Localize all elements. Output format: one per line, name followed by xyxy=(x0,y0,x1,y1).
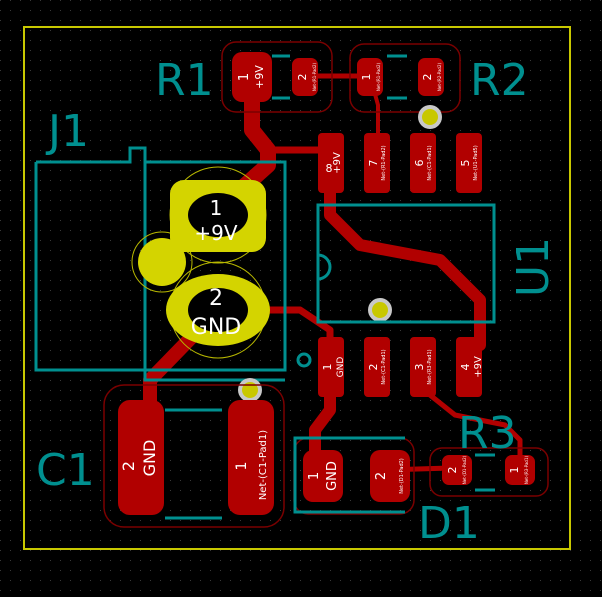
r3-reference: R3 xyxy=(458,408,517,459)
r1-resistor[interactable]: 1 +9V 2 Net-(R1-Pad2) R1 xyxy=(155,41,333,113)
r3-pad-1-number: 1 xyxy=(508,467,521,474)
r1-pad-1-net: +9V xyxy=(253,65,266,89)
u1-pad-1-number: 1 xyxy=(321,364,334,371)
r3-pad-1-net: Net-(R3-Pad1) xyxy=(524,456,529,485)
r2-pad-2[interactable] xyxy=(418,58,444,96)
j1-pad-1-hole xyxy=(188,193,248,237)
u1-pad-7-number: 7 xyxy=(367,160,380,167)
u1-pad-1[interactable] xyxy=(318,337,344,397)
r1-pad-1[interactable] xyxy=(232,52,272,102)
d1-reference: D1 xyxy=(418,498,480,549)
r2-pad-1-number: 1 xyxy=(360,74,373,81)
j1-pad-2-number: 2 xyxy=(209,286,223,311)
d1-pad-2-number: 2 xyxy=(374,472,389,480)
r1-pad-2-net: Net-(R1-Pad2) xyxy=(312,63,317,92)
r1-courtyard xyxy=(221,41,333,113)
r3-courtyard xyxy=(429,447,549,497)
d1-pad-2-net: Net-(D1-Pad2) xyxy=(399,458,405,494)
u1-pad-3-number: 3 xyxy=(413,364,426,371)
r3-pad-2-number: 2 xyxy=(446,467,459,474)
u1-pad-6[interactable] xyxy=(410,133,436,193)
c1-courtyard xyxy=(103,384,285,528)
r1-pad-2-number: 2 xyxy=(296,74,309,81)
u1-pad-6-net: Net-(C1-Pad1) xyxy=(427,145,433,180)
c1-capacitor[interactable]: 2 GND 1 Net-(C1-Pad1) C1 xyxy=(36,384,285,528)
r3-pad-2[interactable] xyxy=(442,455,472,485)
c1-pad-2[interactable] xyxy=(118,400,164,515)
u1-pad-4-net: +9V xyxy=(473,356,484,378)
j1-keepout-3 xyxy=(131,231,193,293)
board-outline xyxy=(23,26,571,550)
r3-pad-2-net: Net-(D1-Pad2) xyxy=(462,455,467,484)
c1-pad-1-net: Net-(C1-Pad1) xyxy=(258,430,269,500)
u1-pad-3-net: Net-(R3-Pad1) xyxy=(427,349,433,384)
c1-reference: C1 xyxy=(36,445,95,496)
r2-pad-1-net: Net-(R1-Pad2) xyxy=(376,63,381,92)
u1-pad-8-number: 8 xyxy=(326,162,333,175)
u1-silkscreen-body xyxy=(316,203,496,324)
d1-diode[interactable]: 1 GND 2 Net-(D1-Pad2) D1 xyxy=(293,436,480,549)
j1-pad-2-hole xyxy=(188,288,248,332)
r2-pad-1[interactable] xyxy=(357,58,383,96)
d1-pad-1[interactable] xyxy=(303,450,343,502)
j1-connector[interactable]: 1 +9V 2 GND J1 xyxy=(34,106,287,382)
r1-pad-1-number: 1 xyxy=(237,73,252,81)
u1-ic[interactable]: 8 +9V 7 Net-(R1-Pad2) 6 Net-(C1-Pad1) 5 … xyxy=(296,133,559,397)
u1-pad-7[interactable] xyxy=(364,133,390,193)
u1-pad-4-number: 4 xyxy=(459,364,472,371)
u1-pin1-notch xyxy=(317,253,332,281)
u1-pad-4[interactable] xyxy=(456,337,482,397)
r2-resistor[interactable]: 1 Net-(R1-Pad2) 2 Net-(R2-Pad2) R2 xyxy=(349,43,529,113)
r1-reference: R1 xyxy=(155,55,214,106)
j1-reference: J1 xyxy=(45,106,89,157)
u1-pin1-marker xyxy=(296,352,312,368)
j1-pad-1-number: 1 xyxy=(210,196,223,220)
u1-pad-5[interactable] xyxy=(456,133,482,193)
u1-pad-8-net: +9V xyxy=(332,152,343,174)
d1-pad-1-net: GND xyxy=(325,461,340,491)
u1-pad-1-net: GND xyxy=(336,357,346,378)
u1-pad-5-number: 5 xyxy=(459,160,472,167)
d1-pad-1-number: 1 xyxy=(307,472,322,480)
d1-pad-2[interactable] xyxy=(370,450,410,502)
u1-pad-3[interactable] xyxy=(410,337,436,397)
u1-pad-2-net: Net-(C1-Pad1) xyxy=(381,349,387,384)
r2-courtyard xyxy=(349,43,461,113)
r2-pad-2-number: 2 xyxy=(421,74,434,81)
r2-pad-2-net: Net-(R2-Pad2) xyxy=(437,63,442,92)
c1-pad-2-number: 2 xyxy=(119,461,138,471)
j1-silkscreen-inner xyxy=(143,148,285,382)
j1-pad-1-net: +9V xyxy=(194,221,237,245)
u1-reference: U1 xyxy=(508,237,559,297)
u1-pad-2-number: 2 xyxy=(367,364,380,371)
u1-pad-7-net: Net-(R1-Pad2) xyxy=(381,145,387,180)
u1-pad-5-net: Net-(U1-Pad5) xyxy=(473,145,479,180)
r1-pad-2[interactable] xyxy=(292,58,318,96)
j1-mount-hole[interactable] xyxy=(138,238,186,286)
d1-silkscreen xyxy=(293,436,405,514)
u1-pad-8[interactable] xyxy=(318,133,344,193)
r3-pad-1[interactable] xyxy=(505,455,535,485)
c1-pad-1[interactable] xyxy=(228,400,274,515)
c1-pad-2-net: GND xyxy=(140,440,159,477)
c1-pad-1-number: 1 xyxy=(234,462,250,471)
u1-pad-2[interactable] xyxy=(364,337,390,397)
j1-pad-2-net: GND xyxy=(191,315,241,340)
u1-pad-6-number: 6 xyxy=(413,160,426,167)
vias xyxy=(238,105,442,402)
r2-reference: R2 xyxy=(470,55,529,106)
r3-resistor[interactable]: 2 Net-(D1-Pad2) 1 Net-(R3-Pad1) R3 xyxy=(429,408,549,497)
